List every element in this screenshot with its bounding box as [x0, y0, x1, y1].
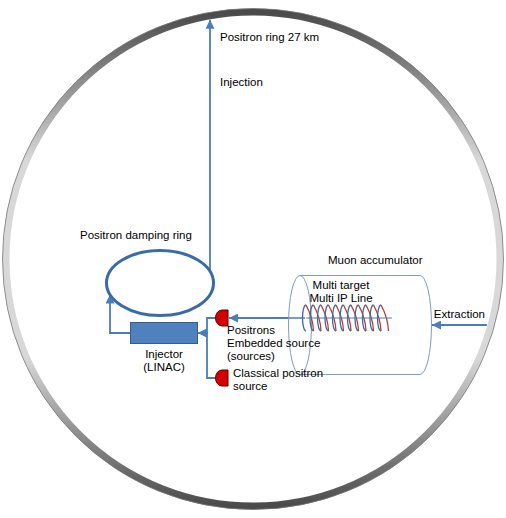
diagram-node: Classical positron source: [215, 369, 229, 387]
ring-outline: [6, 12, 500, 506]
source-symbol: [216, 310, 229, 326]
node-label: Positron damping ring: [80, 229, 192, 242]
node-outline: [105, 249, 215, 317]
node-label: Multi target Multi IP Line: [302, 279, 380, 305]
node-label: Positron ring 27 km: [220, 31, 370, 44]
arrow-connector: [432, 324, 487, 326]
node-label: Classical positron source: [233, 367, 329, 393]
diagram-node: Positrons Embedded source (sources): [215, 309, 229, 327]
node-outline: [130, 322, 198, 344]
arrow-connector: [198, 318, 215, 333]
diagram-node: Injector (LINAC): [130, 322, 198, 344]
target-line: [306, 318, 392, 319]
arrow-connector: [209, 20, 211, 272]
ring-ellipse: [107, 251, 214, 316]
linac-box: [131, 323, 198, 344]
edge-label: Injection: [218, 76, 265, 89]
coil-winding: [303, 305, 307, 331]
ring-edge: [3, 9, 504, 510]
source-symbol: [216, 370, 229, 386]
cylinder-outline: [289, 276, 432, 375]
arrow-connector: [198, 333, 215, 378]
cylinder-end: [300, 276, 312, 375]
arrow-connector: [229, 317, 288, 319]
node-label: Positrons Embedded source (sources): [227, 324, 329, 363]
edge-label: Extraction: [432, 308, 487, 321]
diagram-node: Positron damping ring: [105, 249, 215, 317]
node-outline: [215, 369, 229, 387]
node-outline: [215, 309, 229, 327]
diagram-node: Muon accumulatorMulti target Multi IP Li…: [288, 275, 432, 375]
node-label: Muon accumulator: [328, 254, 423, 267]
node-label: Injector (LINAC): [134, 348, 194, 374]
